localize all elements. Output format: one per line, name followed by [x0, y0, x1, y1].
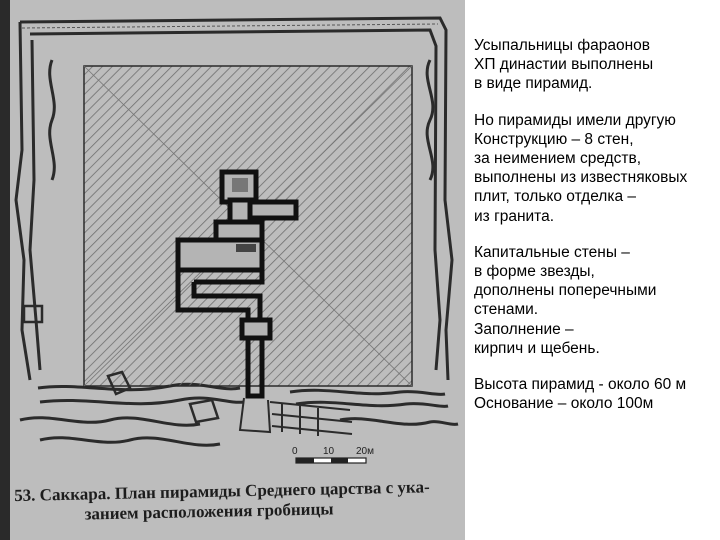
text-line: Капитальные стены –: [474, 243, 630, 261]
text-line: за неимением средств,: [474, 150, 642, 168]
pyramid-plan-scan: 0 10 20м 53. Саккара. План пирамиды Сред…: [0, 0, 465, 540]
text-line: плит, только отделка –: [474, 188, 637, 206]
text-line: стенами.: [474, 301, 539, 319]
text-line: выполнены из известняковых: [474, 169, 688, 187]
text-line: кирпич и щебень.: [474, 339, 600, 357]
scale-label-10: 10: [323, 446, 335, 457]
text-line: ХП династии выполнены: [474, 56, 654, 74]
enclosure-wall: [14, 16, 459, 447]
entrance-ramp: [238, 397, 353, 436]
tomb-chambers: [175, 169, 299, 399]
text-line: Высота пирамид - около 60 м: [474, 376, 687, 394]
text-line: Основание – около 100м: [474, 395, 654, 413]
description-panel: Усыпальницы фараонов ХП династии выполне…: [474, 36, 720, 430]
paragraph-dimensions: Высота пирамид - около 60 м Основание – …: [474, 375, 720, 413]
text-line: Заполнение –: [474, 320, 574, 338]
scale-label-20: 20м: [356, 446, 374, 457]
text-line: Но пирамиды имели другую: [474, 111, 676, 129]
pyramid-plan-drawing: [0, 0, 459, 540]
paragraph-tombs: Усыпальницы фараонов ХП династии выполне…: [474, 36, 720, 94]
scale-bar: [295, 457, 367, 464]
paragraph-construction: Но пирамиды имели другую Конструкцию – 8…: [474, 111, 720, 226]
text-line: Конструкцию – 8 стен,: [474, 130, 634, 148]
paragraph-walls: Капитальные стены – в форме звезды, допо…: [474, 243, 720, 358]
text-line: из гранита.: [474, 207, 555, 225]
text-line: Усыпальницы фараонов: [474, 37, 651, 54]
scale-label-0: 0: [292, 446, 298, 457]
text-line: в форме звезды,: [474, 263, 595, 281]
text-line: в виде пирамид.: [474, 75, 593, 93]
text-line: дополнены поперечными: [474, 282, 657, 300]
